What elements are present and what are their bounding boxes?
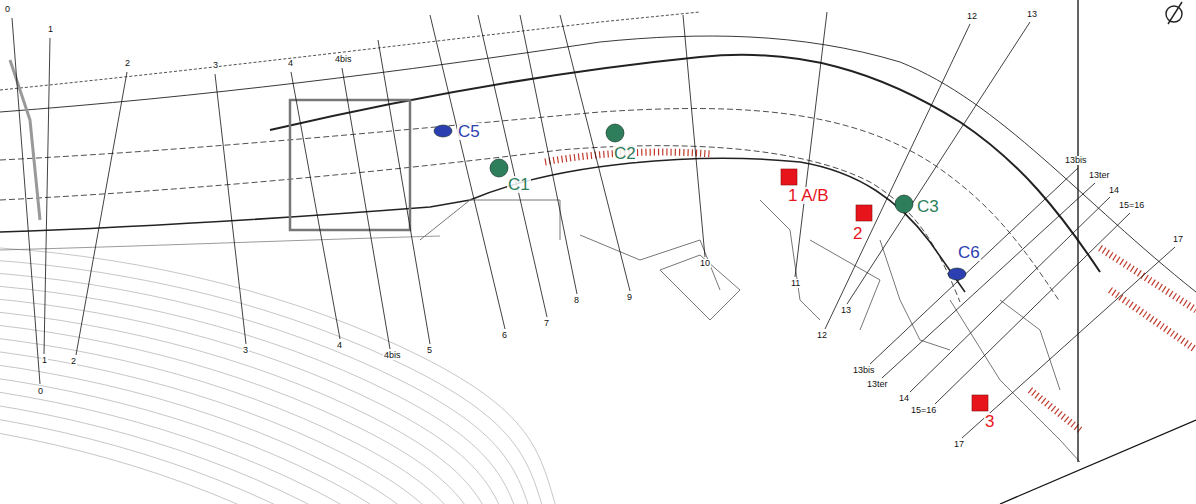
station-marker: C2 — [606, 124, 624, 142]
section-number: 13 — [1026, 10, 1038, 19]
section-number: 4 — [336, 341, 343, 350]
section-number: 2 — [124, 59, 131, 68]
section-number: 10 — [699, 259, 711, 268]
marker-label: 3 — [984, 413, 995, 430]
marker-label: C2 — [613, 145, 637, 162]
marker-label: C5 — [457, 123, 481, 140]
section-number: 13ter — [1088, 171, 1111, 180]
section-number: 13 — [840, 306, 852, 315]
sample-point: 3 — [972, 395, 988, 411]
section-number: 17 — [1172, 235, 1184, 244]
section-number: 1 — [41, 356, 48, 365]
section-number: 9 — [626, 293, 633, 302]
section-number: 2 — [70, 357, 77, 366]
contour-lines — [0, 248, 560, 504]
north-arrow — [1166, 2, 1182, 24]
section-number: 1 — [47, 25, 54, 34]
marker-label: C6 — [957, 244, 981, 261]
marker-symbol — [948, 268, 966, 280]
station-marker: C1 — [490, 159, 508, 177]
section-number: 3 — [212, 61, 219, 70]
section-number: 13bis — [1064, 156, 1088, 165]
hatched-bank — [545, 152, 1196, 430]
sample-point: 2 — [856, 205, 872, 221]
section-number: 13bis — [852, 366, 876, 375]
section-number: 6 — [501, 331, 508, 340]
section-number: 8 — [573, 296, 580, 305]
marker-symbol — [781, 169, 797, 185]
marker-label: C3 — [916, 198, 940, 215]
section-number: 5 — [426, 346, 433, 355]
station-marker: C3 — [895, 195, 913, 213]
structures — [10, 60, 1080, 462]
section-number: 4 — [287, 59, 294, 68]
marker-symbol — [606, 124, 624, 142]
section-number: 12 — [966, 12, 978, 21]
channel-lines — [0, 12, 1196, 302]
section-number: 15=16 — [910, 406, 937, 415]
section-number: 11 — [790, 279, 801, 288]
marker-symbol — [972, 395, 988, 411]
section-lines — [12, 0, 1196, 504]
section-number: 7 — [543, 319, 550, 328]
marker-symbol — [856, 205, 872, 221]
section-number: 12 — [816, 331, 828, 340]
section-number: 14 — [898, 394, 910, 403]
section-number: 17 — [953, 440, 965, 449]
marker-label: C1 — [507, 176, 531, 193]
section-number: 3 — [242, 346, 249, 355]
section-number: 0 — [4, 5, 11, 14]
marker-label: 1 A/B — [787, 187, 830, 204]
marker-label: 2 — [852, 225, 863, 242]
section-number: 15=16 — [1118, 201, 1145, 210]
marker-symbol — [895, 195, 913, 213]
section-number: 14 — [1108, 186, 1120, 195]
section-number: 0 — [37, 387, 44, 396]
section-number: 13ter — [866, 380, 889, 389]
sample-point: 1 A/B — [781, 169, 797, 185]
section-number: 4bis — [334, 55, 353, 64]
station-marker: C6 — [948, 268, 966, 280]
marker-symbol — [490, 159, 508, 177]
marker-symbol — [434, 125, 452, 137]
station-marker: C5 — [434, 125, 452, 137]
section-number: 4bis — [383, 351, 402, 360]
